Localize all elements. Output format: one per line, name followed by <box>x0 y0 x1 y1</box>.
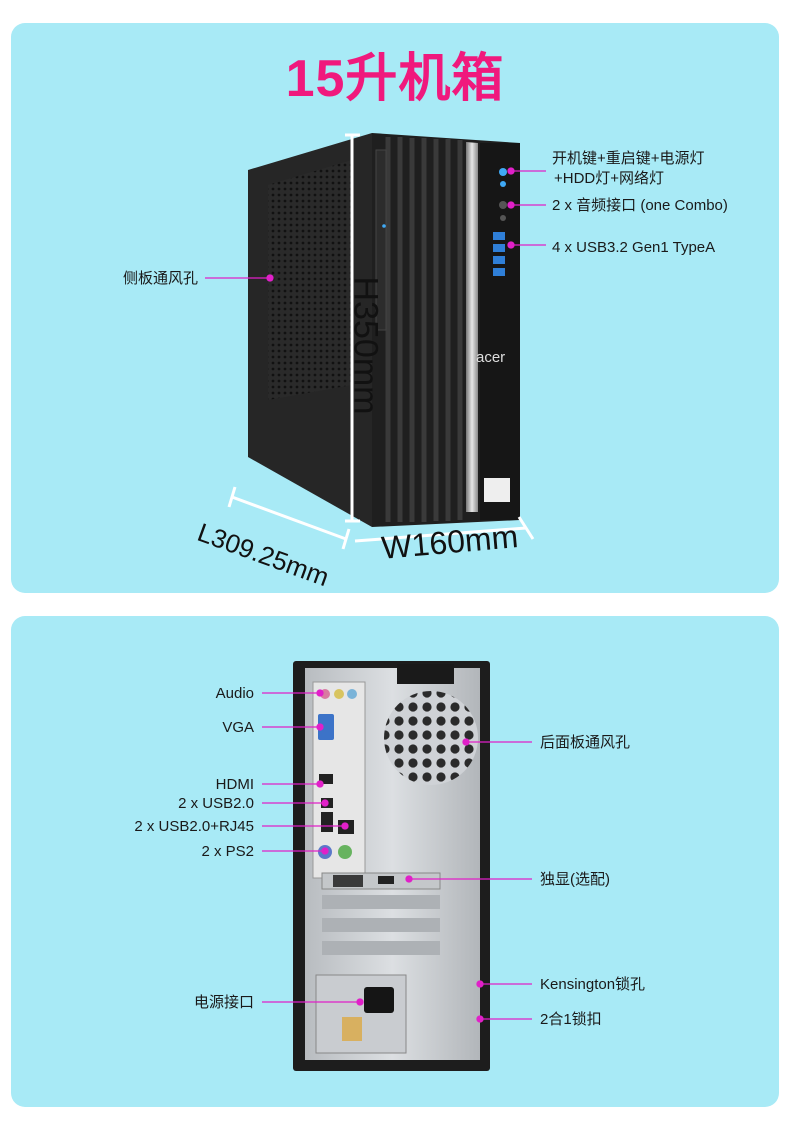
rear-leader-lines <box>262 689 532 1023</box>
label-rear-audio: Audio <box>215 685 254 702</box>
height-dimension: H350mm <box>346 276 385 415</box>
label-buttons: 开机键+重启键+电源灯 <box>552 150 705 167</box>
brand-logo: acer <box>476 349 505 366</box>
label-power: 电源接口 <box>193 994 254 1011</box>
label-front-audio: 2 x 音频接口 (one Combo) <box>552 197 728 214</box>
label-front-usb: 4 x USB3.2 Gen1 TypeA <box>552 239 716 256</box>
label-side-vent: 侧板通风孔 <box>123 270 199 287</box>
tower-front-view: acer <box>227 133 535 550</box>
label-buttons-2: +HDD灯+网络灯 <box>554 170 665 187</box>
label-usb2: 2 x USB2.0 <box>178 795 254 812</box>
label-rear-vent: 后面板通风孔 <box>540 734 631 751</box>
label-vga: VGA <box>222 719 254 736</box>
label-hdmi: HDMI <box>215 776 254 793</box>
front-leader-lines <box>205 167 546 282</box>
label-kensington: Kensington锁孔 <box>540 976 646 993</box>
page-title: 15升机箱 <box>285 50 505 108</box>
label-lock-2in1: 2合1锁扣 <box>540 1011 602 1028</box>
label-ps2: 2 x PS2 <box>201 843 254 860</box>
dimension-lines <box>227 133 535 550</box>
label-dgpu: 独显(选配) <box>540 871 610 888</box>
label-usb2-rj45: 2 x USB2.0+RJ45 <box>134 818 254 835</box>
side-vent-mesh <box>268 160 352 400</box>
tower-rear-view <box>293 661 490 1071</box>
